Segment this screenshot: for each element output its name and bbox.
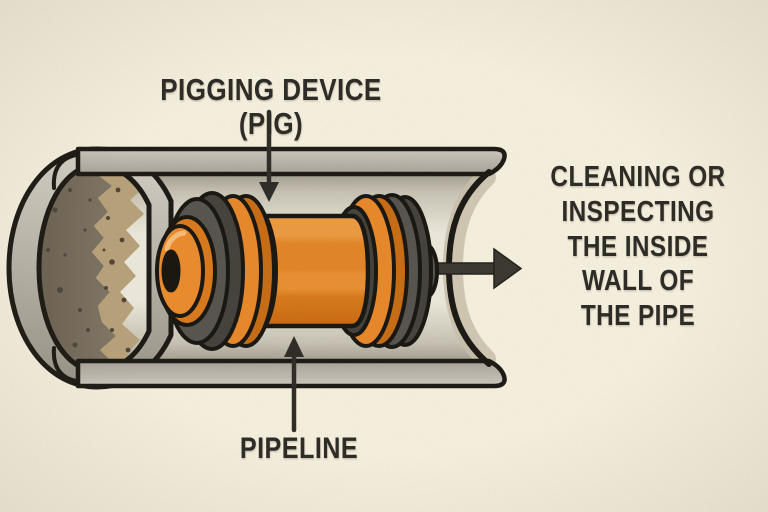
- pipeline-label: PIPELINE: [239, 432, 359, 465]
- pigging-device-label: PIGGING DEVICE (PIG): [120, 38, 422, 177]
- pigging-device-label-line2: (PIG): [238, 106, 304, 142]
- pigging-device-label-line1: PIGGING DEVICE: [160, 71, 382, 107]
- cleaning-result-label: CLEANING OR INSPECTING THE INSIDE WALL O…: [550, 161, 726, 333]
